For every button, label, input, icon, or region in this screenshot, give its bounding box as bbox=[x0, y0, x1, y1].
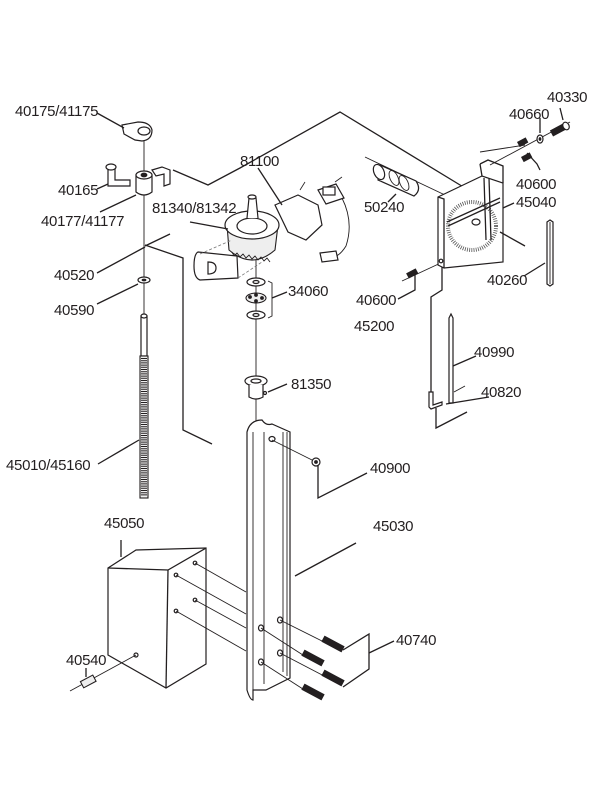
part-40330-screw bbox=[549, 107, 570, 137]
label-40177-41177: 40177/41177 bbox=[41, 213, 124, 230]
part-40740-cap-screws bbox=[257, 616, 395, 701]
label-81100: 81100 bbox=[240, 153, 279, 170]
part-40600-bottom-screw bbox=[397, 268, 419, 300]
part-labels: 40175/41175 40165 40177/41177 81100 8134… bbox=[6, 89, 588, 669]
label-81350: 81350 bbox=[291, 376, 331, 393]
part-81340-gear bbox=[189, 194, 280, 281]
label-40165: 40165 bbox=[58, 182, 98, 199]
part-40540-set-screw bbox=[69, 654, 137, 692]
part-40165-elbow bbox=[96, 163, 131, 190]
label-40600-bottom: 40600 bbox=[356, 292, 396, 309]
label-45040: 45040 bbox=[516, 194, 556, 211]
label-40990: 40990 bbox=[474, 344, 514, 361]
part-81100-sensor-bracket bbox=[257, 167, 350, 263]
part-45030-column bbox=[246, 419, 357, 701]
part-40175-arm bbox=[96, 112, 153, 142]
part-50240-knob bbox=[372, 163, 420, 203]
label-34060: 34060 bbox=[288, 283, 328, 300]
part-40590-washer bbox=[96, 246, 151, 305]
label-40520: 40520 bbox=[54, 267, 94, 284]
label-40260: 40260 bbox=[487, 272, 527, 289]
label-50240: 50240 bbox=[364, 199, 404, 216]
label-45050: 45050 bbox=[104, 515, 144, 532]
part-40177-hub bbox=[99, 166, 171, 213]
part-34060-thrust-bearing bbox=[245, 277, 288, 320]
label-45200: 45200 bbox=[354, 318, 394, 335]
label-45030: 45030 bbox=[373, 518, 413, 535]
part-45050-block bbox=[107, 540, 247, 689]
label-40175-41175: 40175/41175 bbox=[15, 103, 98, 120]
part-81350-bushing bbox=[244, 375, 288, 400]
label-40330: 40330 bbox=[547, 89, 587, 106]
label-40660: 40660 bbox=[509, 106, 549, 123]
part-40600-top-screws bbox=[516, 137, 541, 171]
part-40260-pin bbox=[523, 219, 554, 287]
label-40900: 40900 bbox=[370, 460, 410, 477]
label-40590: 40590 bbox=[54, 302, 94, 319]
part-40820-hex-key bbox=[428, 391, 490, 410]
label-40600-top: 40600 bbox=[516, 176, 556, 193]
part-45040-dial-plate bbox=[437, 159, 526, 269]
part-40900-screw bbox=[271, 439, 368, 500]
part-40660-washer bbox=[536, 118, 544, 144]
label-40740: 40740 bbox=[396, 632, 436, 649]
label-40540: 40540 bbox=[66, 652, 106, 669]
part-40990-rod bbox=[448, 312, 477, 404]
part-45010-lead-screw bbox=[97, 313, 149, 499]
label-40820: 40820 bbox=[481, 384, 521, 401]
label-45010-45160: 45010/45160 bbox=[6, 457, 90, 474]
label-81340-81342: 81340/81342 bbox=[152, 200, 236, 217]
